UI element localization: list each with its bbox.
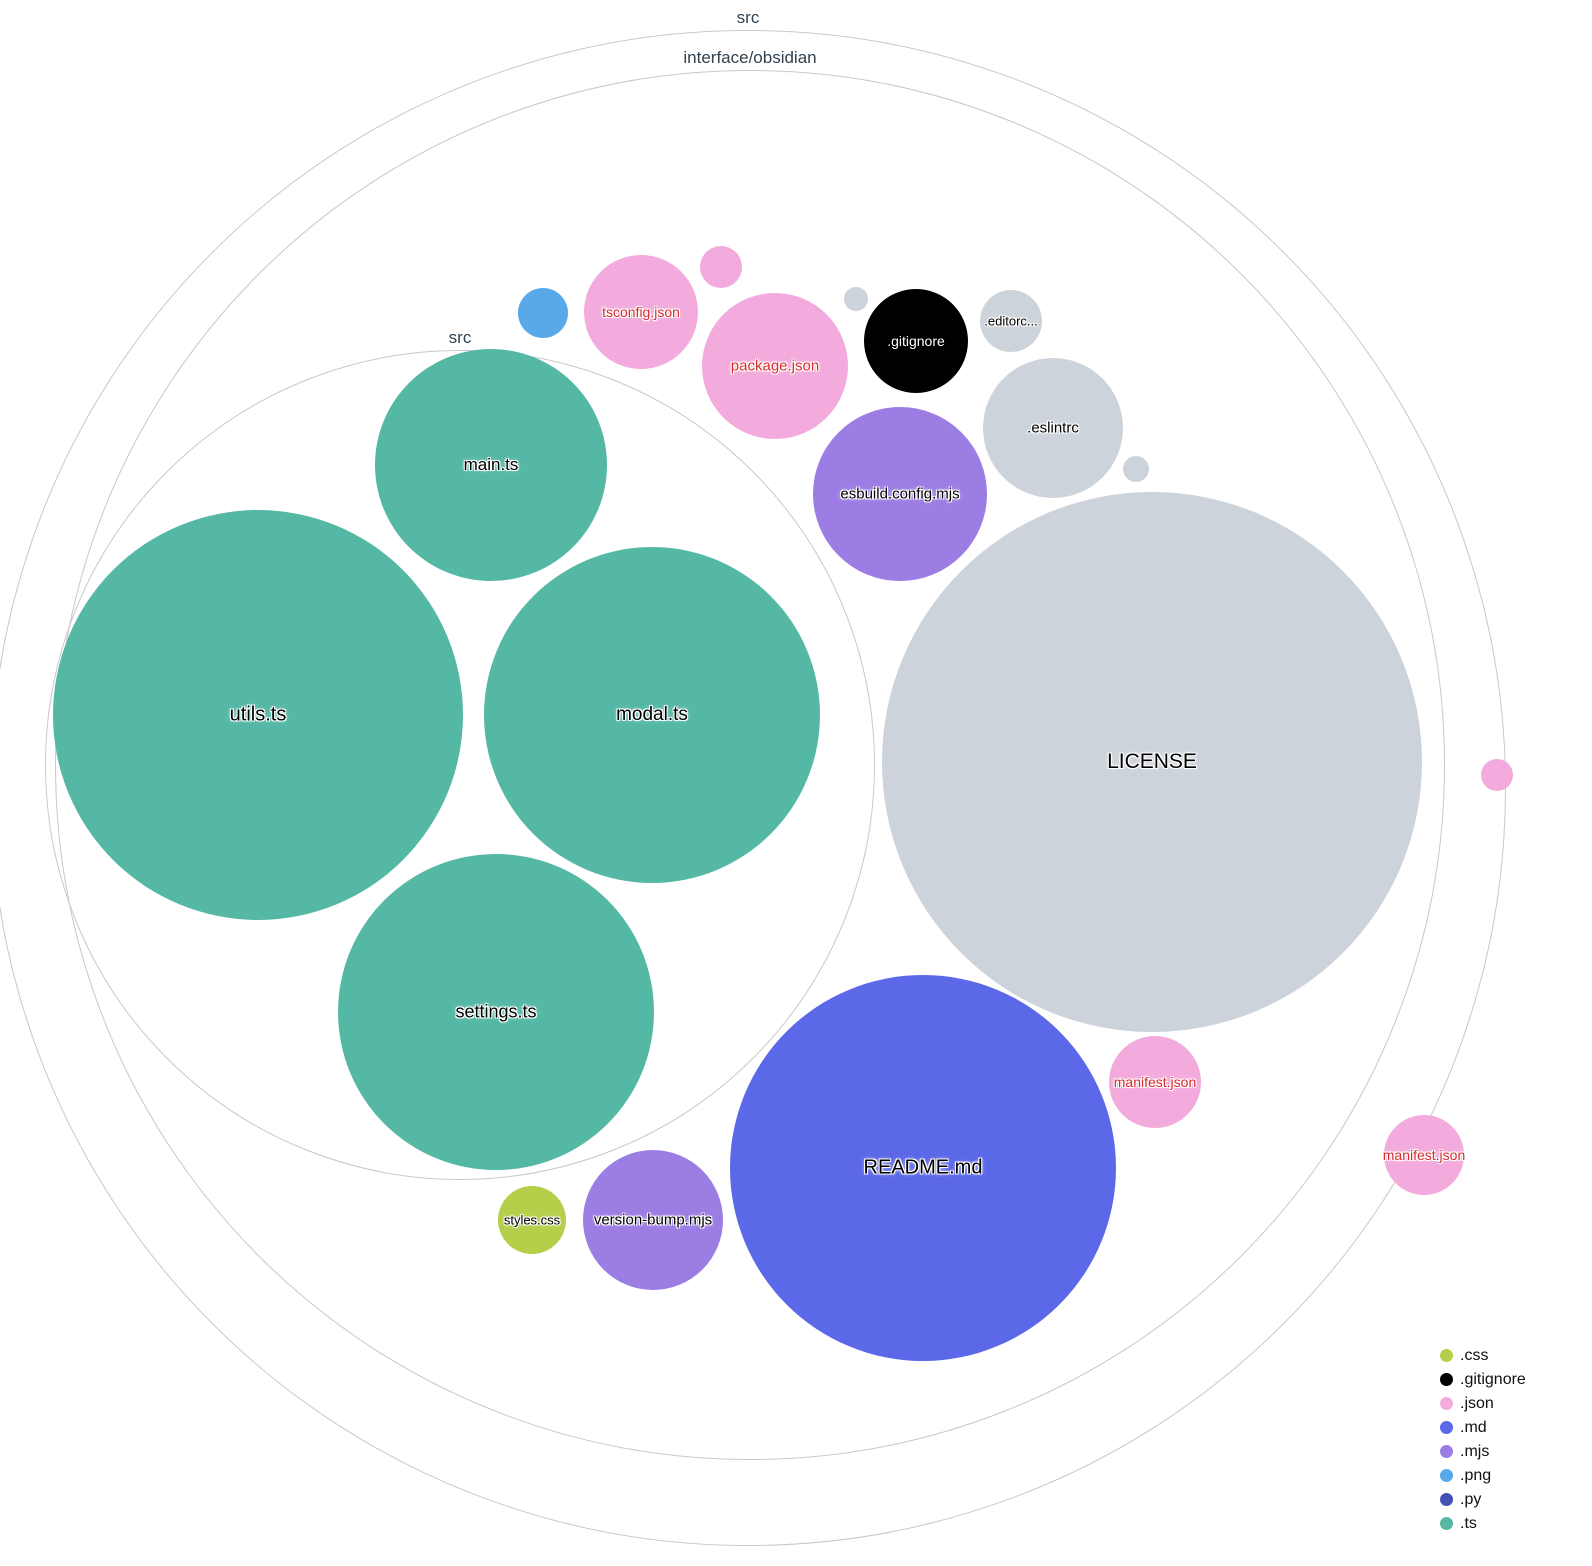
legend-label-png: .png	[1460, 1466, 1492, 1484]
file-bubble-eslintrc[interactable]	[983, 358, 1123, 498]
legend-item-py: .py	[1440, 1491, 1526, 1508]
legend-item-png: .png	[1440, 1467, 1526, 1484]
legend-swatch-css	[1440, 1349, 1453, 1362]
legend-label-gitignore: .gitignore	[1460, 1370, 1526, 1388]
file-bubble-readme-md[interactable]	[730, 975, 1116, 1361]
legend-label-css: .css	[1460, 1346, 1489, 1364]
folder-label-src: src	[736, 8, 760, 27]
legend-swatch-gitignore	[1440, 1373, 1453, 1386]
legend-swatch-ts	[1440, 1517, 1453, 1530]
file-bubble-modal-ts[interactable]	[484, 547, 820, 883]
file-bubble-version-bump-mjs[interactable]	[583, 1150, 723, 1290]
file-bubble-editorc[interactable]	[980, 290, 1042, 352]
file-bubble-json[interactable]	[1481, 759, 1513, 791]
legend-label-md: .md	[1460, 1418, 1487, 1436]
file-bubble-gitignore[interactable]	[864, 289, 968, 393]
file-bubble-file[interactable]	[1123, 456, 1149, 482]
legend-item-mjs: .mjs	[1440, 1443, 1526, 1460]
legend-label-ts: .ts	[1460, 1514, 1477, 1532]
file-bubble-settings-ts[interactable]	[338, 854, 654, 1170]
folder-circle-src	[45, 350, 875, 1180]
legend-item-md: .md	[1440, 1419, 1526, 1436]
legend-label-json: .json	[1460, 1394, 1494, 1412]
file-bubble-utils-ts[interactable]	[53, 510, 463, 920]
file-bubble-manifest-json[interactable]	[1109, 1036, 1201, 1128]
legend-swatch-py	[1440, 1493, 1453, 1506]
file-bubble-main-ts[interactable]	[375, 349, 607, 581]
file-bubble-tsconfig-json[interactable]	[584, 255, 698, 369]
file-bubble-package-json[interactable]	[702, 293, 848, 439]
file-bubble-license[interactable]	[882, 492, 1422, 1032]
extension-legend: .css .gitignore .json .md .mjs .png .py .ts	[1440, 1347, 1526, 1532]
legend-swatch-png	[1440, 1469, 1453, 1482]
legend-item-json: .json	[1440, 1395, 1526, 1412]
file-bubble-json[interactable]	[700, 246, 742, 288]
file-bubble-file[interactable]	[844, 287, 868, 311]
legend-label-py: .py	[1460, 1490, 1482, 1508]
legend-label-mjs: .mjs	[1460, 1442, 1490, 1460]
file-bubble-esbuild-config-mjs[interactable]	[813, 407, 987, 581]
file-bubble-manifest-json[interactable]	[1384, 1115, 1464, 1195]
legend-swatch-json	[1440, 1397, 1453, 1410]
legend-item-ts: .ts	[1440, 1515, 1526, 1532]
file-bubble-styles-css[interactable]	[498, 1186, 566, 1254]
legend-swatch-mjs	[1440, 1445, 1453, 1458]
file-bubble-png[interactable]	[518, 288, 568, 338]
legend-item-css: .css	[1440, 1347, 1526, 1364]
legend-swatch-md	[1440, 1421, 1453, 1434]
legend-item-gitignore: .gitignore	[1440, 1371, 1526, 1388]
